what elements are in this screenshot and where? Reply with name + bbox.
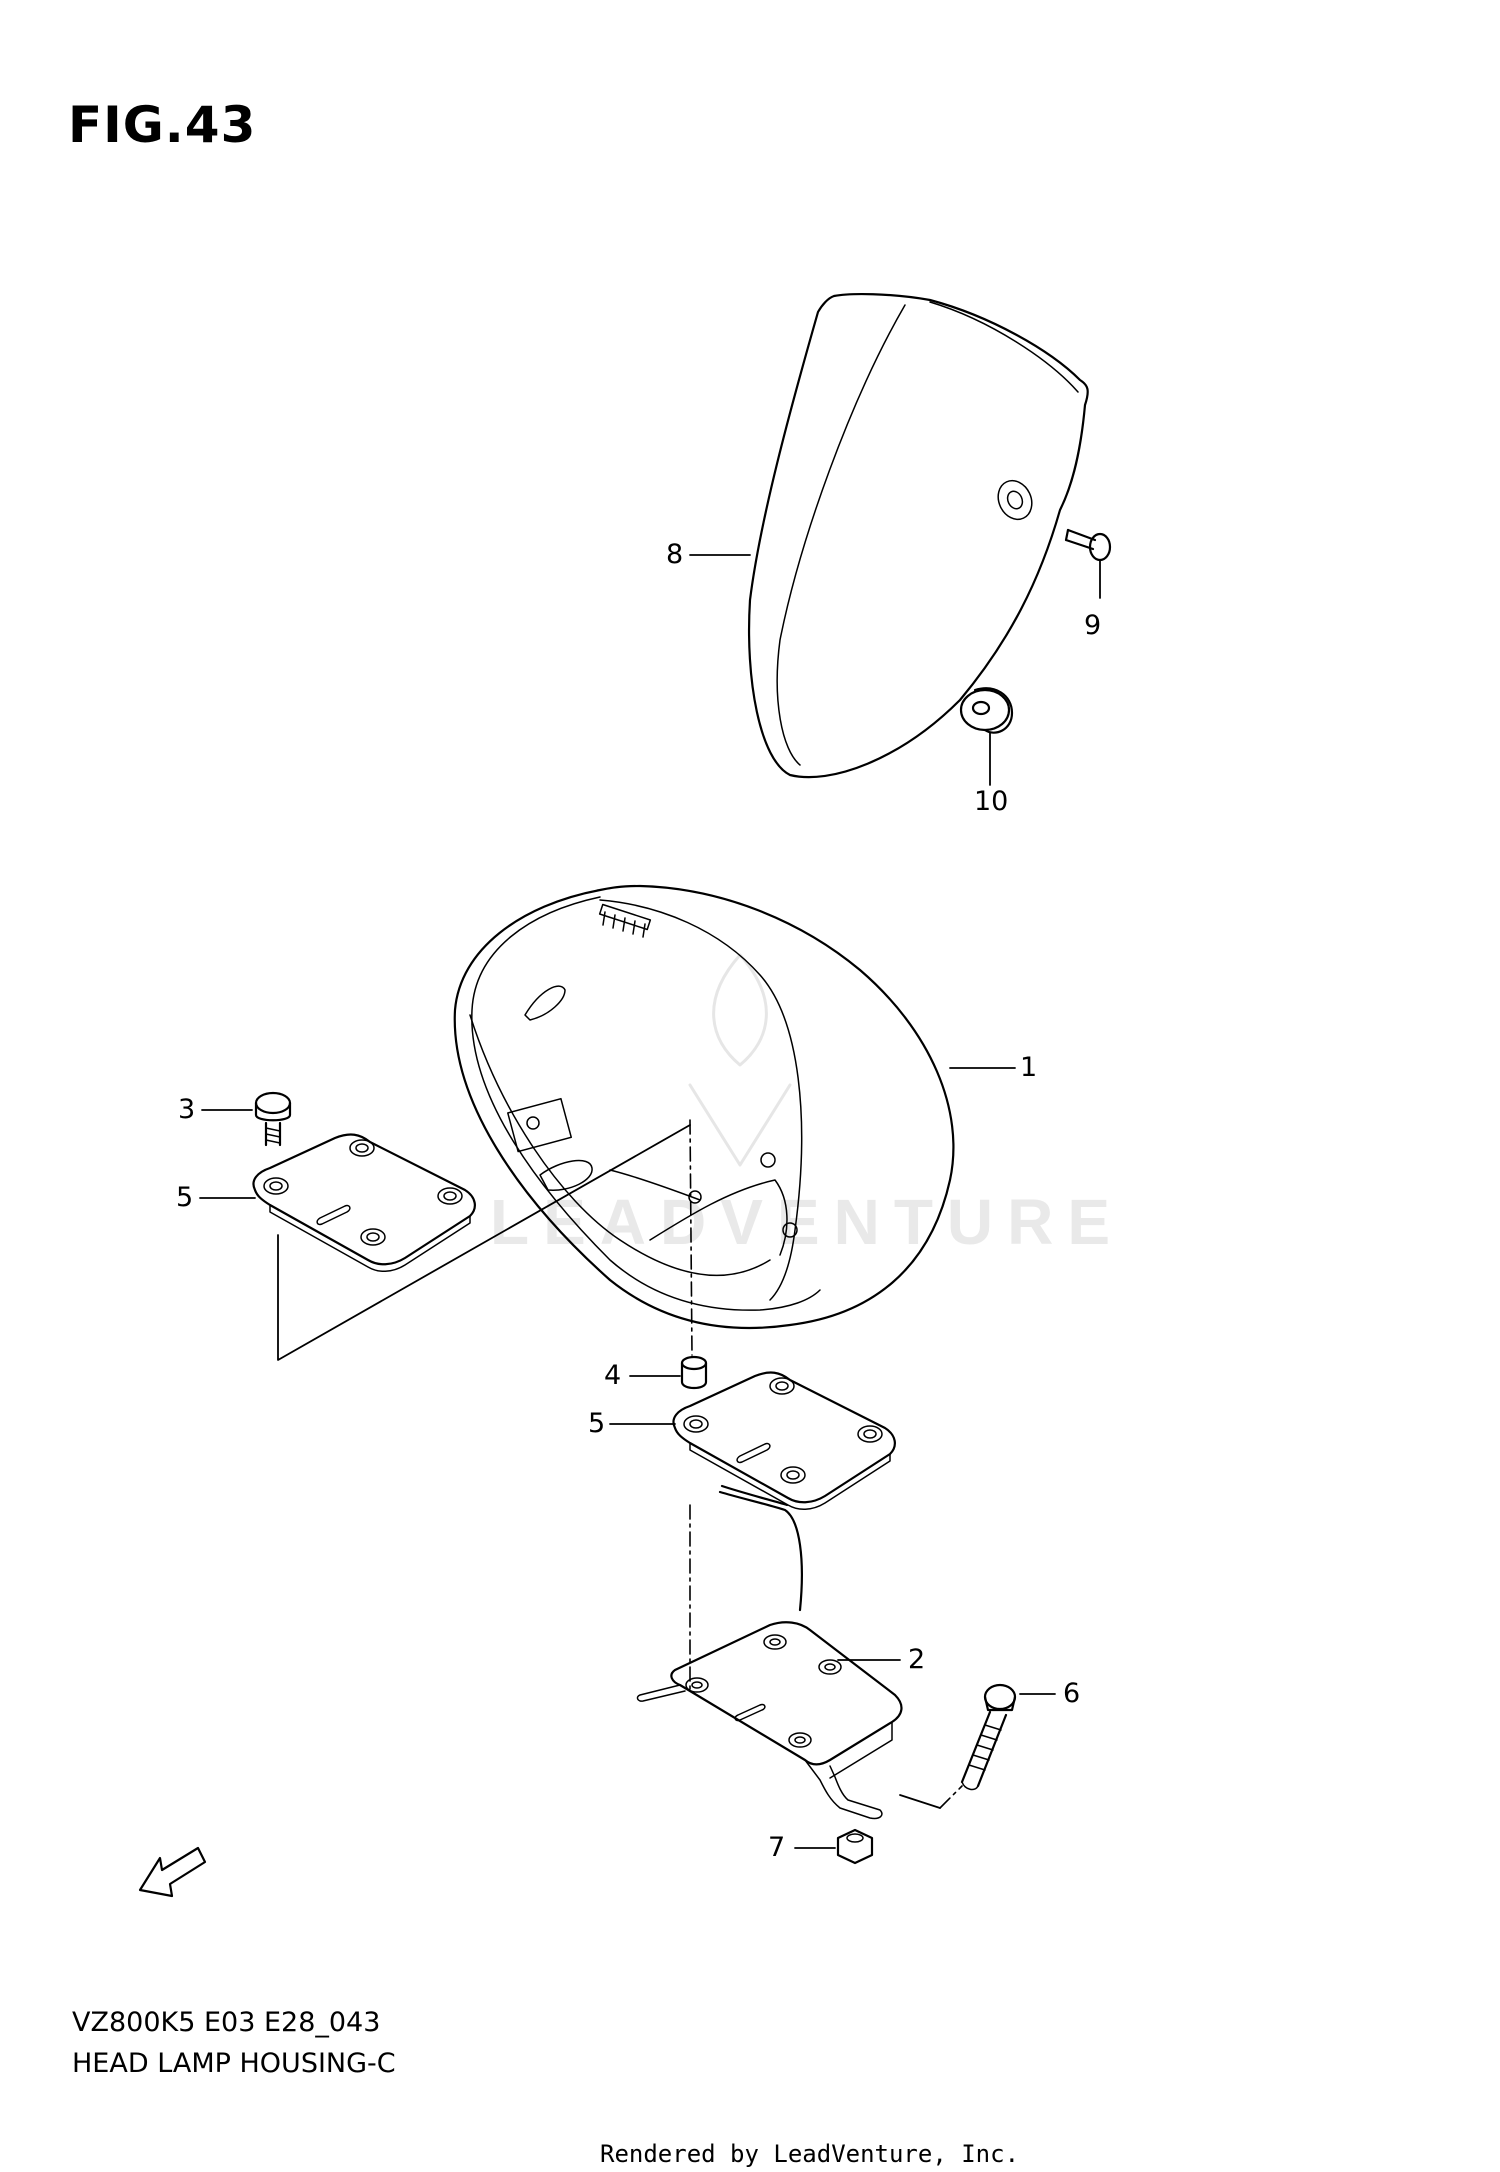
part-4-collar (680, 1355, 708, 1390)
part-8-visor-cover (747, 292, 1089, 779)
figure-title: FIG.43 (68, 96, 257, 154)
callout-4: 4 (604, 1360, 622, 1391)
callout-7: 7 (768, 1832, 786, 1863)
part-6-bolt (960, 1683, 1017, 1791)
watermark-text: LEADVENTURE (490, 1186, 1125, 1258)
rendered-by-footer: Rendered by LeadVenture, Inc. (600, 2140, 1020, 2168)
figure-caption: HEAD LAMP HOUSING-C (72, 2048, 396, 2079)
callout-5-lower: 5 (588, 1408, 606, 1439)
part-5-lower-mounting-plate (672, 1371, 896, 1510)
callout-5-upper: 5 (176, 1182, 194, 1213)
fwd-arrow-icon (138, 1846, 207, 1898)
leadventure-logo-icon (688, 953, 792, 1167)
callout-8: 8 (666, 539, 684, 570)
callout-1: 1 (1020, 1052, 1038, 1083)
part-3-bolt (254, 1091, 292, 1147)
model-code: VZ800K5 E03 E28_043 (72, 2007, 381, 2038)
callout-6: 6 (1063, 1678, 1081, 1709)
part-5-upper-mounting-plate (252, 1133, 476, 1272)
assembly-lines (277, 1119, 963, 1809)
part-9-screw (1064, 528, 1112, 599)
leader-lines (199, 554, 1056, 1849)
part-1-headlamp-housing (453, 884, 955, 1330)
part-7-nut (836, 1828, 874, 1865)
part-10-grommet (959, 687, 1014, 786)
callout-3: 3 (178, 1094, 196, 1125)
callout-10: 10 (974, 786, 1009, 817)
callout-2: 2 (908, 1644, 926, 1675)
part-2-bracket (636, 1484, 903, 1820)
callout-9: 9 (1084, 610, 1102, 641)
